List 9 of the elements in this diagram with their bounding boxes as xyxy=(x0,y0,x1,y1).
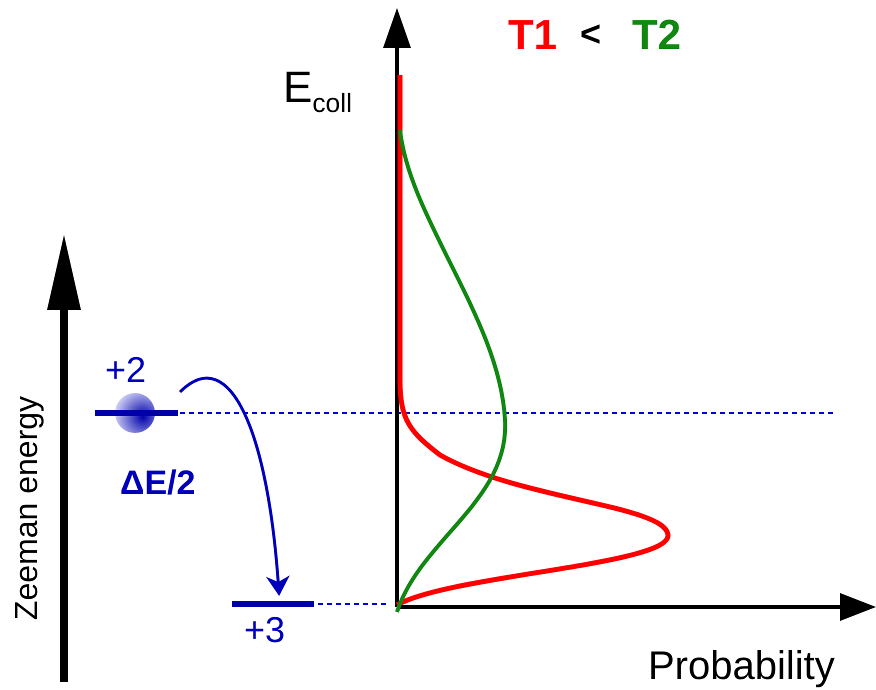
level-label: +3 xyxy=(244,612,286,648)
axis-label: Zeeman energy xyxy=(10,396,42,620)
temperature-label: T2 xyxy=(632,14,682,56)
axis-label: E$_{coll}$ xyxy=(283,66,352,116)
level-label: +2 xyxy=(105,352,146,388)
comparison-sign: < xyxy=(580,16,602,52)
axis-label: Probability xyxy=(648,646,835,686)
temperature-label: T1 xyxy=(508,14,558,56)
transition-arrow xyxy=(179,376,290,596)
